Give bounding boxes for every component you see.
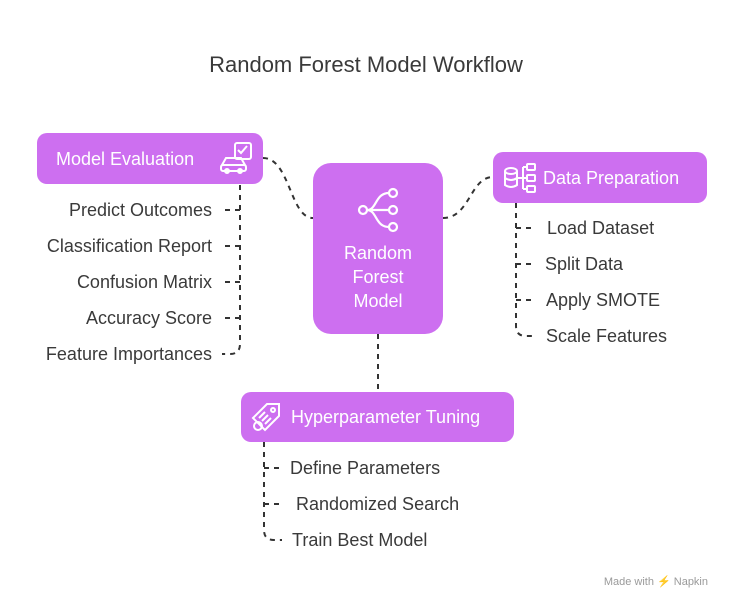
data-preparation-label: Data Preparation <box>543 168 680 188</box>
tuning-rail <box>263 442 282 541</box>
preparation-item: Split Data <box>545 254 624 274</box>
napkin-footer[interactable]: Made with ⚡ Napkin <box>603 576 708 588</box>
model-evaluation-label: Model Evaluation <box>56 149 195 169</box>
evaluation-item: Predict Outcomes <box>68 200 212 220</box>
evaluation-item: Classification Report <box>46 236 212 256</box>
diagram-title: Random Forest Model Workflow <box>209 52 523 77</box>
hyperparameter-tuning-label: Hyperparameter Tuning <box>291 407 481 427</box>
hyperparameter-tuning-box[interactable]: Hyperparameter Tuning <box>241 392 514 442</box>
tuning-item: Train Best Model <box>292 530 428 550</box>
model-evaluation-box[interactable]: Model Evaluation <box>37 133 263 184</box>
center-label: Random Forest Model <box>343 243 413 311</box>
evaluation-item: Accuracy Score <box>85 308 212 328</box>
tuning-item: Define Parameters <box>290 458 441 478</box>
preparation-rail <box>515 203 534 337</box>
car-checklist-icon <box>220 142 252 174</box>
preparation-item: Load Dataset <box>547 218 655 238</box>
tuning-item: Randomized Search <box>296 494 460 514</box>
hierarchy-tree-icon <box>357 187 399 233</box>
preparation-item: Apply SMOTE <box>546 290 661 310</box>
evaluation-item: Feature Importances <box>45 344 212 364</box>
evaluation-item: Confusion Matrix <box>76 272 212 292</box>
database-flow-icon <box>504 163 536 193</box>
tag-settings-icon <box>251 403 280 432</box>
connector-preparation <box>442 176 494 219</box>
connector-evaluation <box>262 157 314 219</box>
center-node[interactable]: Random Forest Model <box>313 163 443 334</box>
preparation-item: Scale Features <box>546 326 668 346</box>
data-preparation-box[interactable]: Data Preparation <box>493 152 707 203</box>
